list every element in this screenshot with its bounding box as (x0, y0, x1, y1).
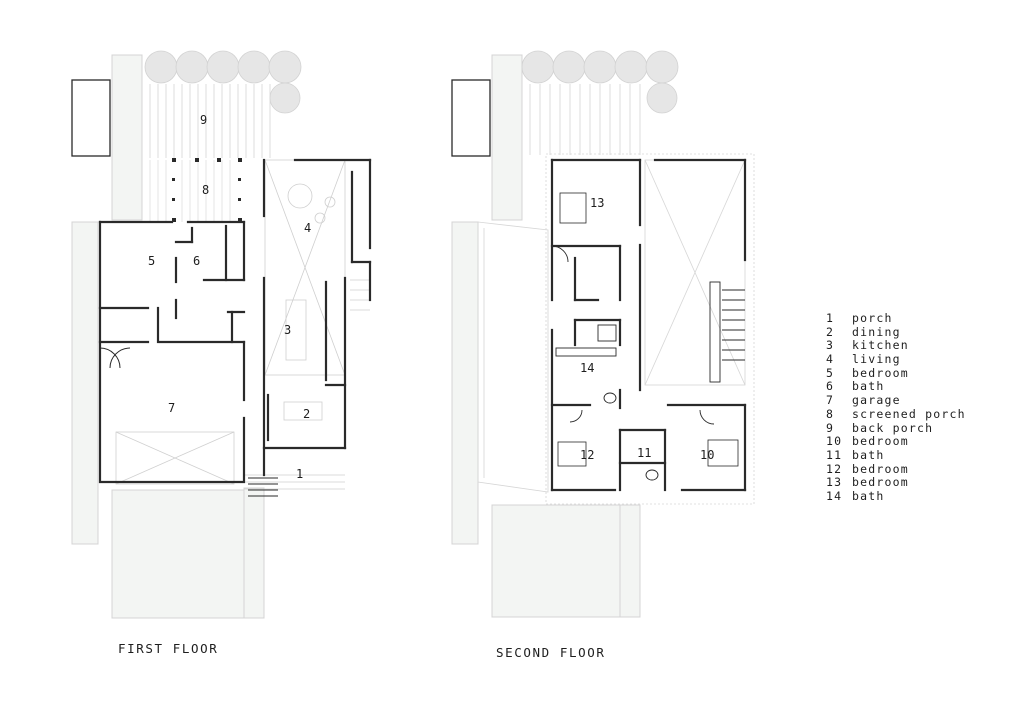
legend-item: 3 kitchen (826, 339, 966, 353)
interior-light-lines (244, 159, 370, 490)
room-number-11: 11 (637, 446, 651, 460)
room-number-9: 9 (200, 113, 207, 127)
legend-label: bath (852, 488, 885, 503)
legend-number: 10 (826, 434, 843, 449)
room-number-3: 3 (284, 323, 291, 337)
neighbor-building (71, 79, 111, 157)
room-number-6: 6 (193, 254, 200, 268)
second-floor-plan: 13 14 12 11 10 (451, 50, 755, 618)
legend-item: 8 screened porch (826, 406, 966, 422)
legend-item: 9 back porch (826, 420, 966, 436)
legend-number: 4 (826, 352, 835, 367)
legend-number: 2 (826, 324, 835, 339)
legend-number: 12 (826, 461, 843, 476)
legend-number: 11 (826, 447, 843, 462)
legend-label: porch (852, 311, 893, 325)
legend-label: bedroom (852, 365, 909, 380)
legend-number: 13 (826, 475, 843, 490)
legend-item: 5 bedroom (826, 365, 966, 381)
legend-number: 6 (826, 379, 835, 394)
first-floor-room-numbers: 9 8 4 5 6 3 7 2 1 (148, 113, 311, 481)
legend-item: 11 bath (826, 447, 966, 463)
legend-number: 8 (826, 406, 835, 421)
legend-number: 3 (826, 338, 835, 353)
trees (144, 50, 302, 114)
legend-number: 7 (826, 393, 835, 408)
legend-number: 9 (826, 420, 835, 435)
room-number-1: 1 (296, 467, 303, 481)
first-floor-walls (98, 158, 372, 484)
legend-label: back porch (852, 420, 934, 435)
beds (557, 192, 739, 467)
legend-item: 12 bedroom (826, 461, 966, 477)
neighbor-building (451, 79, 491, 157)
second-floor-doors (551, 245, 715, 425)
legend-number: 14 (826, 488, 843, 503)
legend-label: bedroom (852, 475, 909, 490)
room-number-4: 4 (304, 221, 311, 235)
legend-label: dining (852, 324, 901, 339)
legend-label: living (852, 352, 901, 367)
garage-roof-lines (115, 431, 235, 485)
screened-porch (149, 160, 231, 222)
room-number-7: 7 (168, 401, 175, 415)
legend-label: garage (852, 393, 901, 408)
second-floor-caption: SECOND FLOOR (496, 645, 606, 660)
screen-posts (172, 158, 242, 222)
first-floor-plan: 9 8 4 5 6 3 7 2 1 (71, 50, 372, 619)
legend-label: bath (852, 379, 885, 394)
legend-item: 6 bath (826, 380, 966, 394)
legend-item: 7 garage (826, 393, 966, 408)
room-number-14: 14 (580, 361, 594, 375)
room-number-8: 8 (202, 183, 209, 197)
legend-number: 5 (826, 365, 835, 380)
legend-label: bedroom (852, 434, 909, 449)
garage-door (99, 347, 131, 369)
site-context (451, 54, 641, 618)
legend-label: bedroom (852, 461, 909, 476)
legend-number: 1 (826, 311, 835, 325)
room-number-2: 2 (303, 407, 310, 421)
legend-label: bath (852, 447, 885, 462)
room-number-12: 12 (580, 448, 594, 462)
room-legend: 1 porch 2 dining 3 kitchen 4 living 5 bedroom… (826, 311, 966, 504)
back-porch-deck (149, 84, 271, 158)
bath-fixtures (555, 324, 659, 481)
legend-item: 14 bath (826, 488, 966, 504)
legend-label: screened porch (852, 406, 966, 421)
front-steps (248, 477, 278, 497)
legend-item: 1 porch (826, 311, 966, 326)
first-floor-caption: FIRST FLOOR (118, 641, 219, 656)
legend-item: 4 living (826, 352, 966, 367)
legend-item: 13 bedroom (826, 476, 966, 490)
room-number-5: 5 (148, 254, 155, 268)
second-floor-walls (550, 158, 747, 492)
site-context (71, 54, 265, 619)
legend-item: 10 bedroom (826, 434, 966, 449)
room-number-13: 13 (590, 196, 604, 210)
legend-label: kitchen (852, 338, 909, 353)
trees (521, 50, 679, 114)
stairs-second (709, 281, 745, 383)
room-number-10: 10 (700, 448, 714, 462)
second-floor-room-numbers: 13 14 12 11 10 (580, 196, 714, 462)
legend-item: 2 dining (826, 324, 966, 340)
